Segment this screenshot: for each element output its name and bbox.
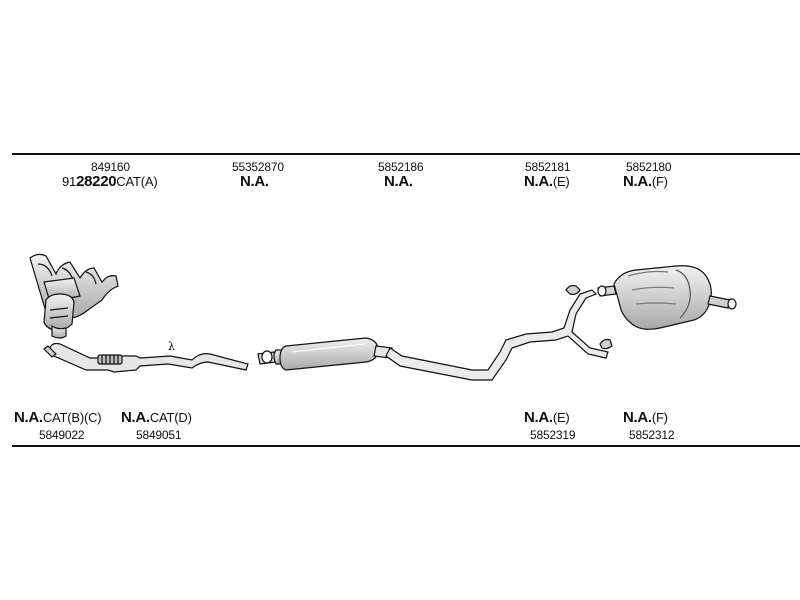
bottom-label-2-main: N.A. — [121, 409, 150, 426]
lambda-sensor-symbol: λ — [168, 340, 175, 353]
bottom-label-4-suffix: (F) — [651, 410, 668, 425]
top-label-1-part: 9128220CAT(A) — [62, 173, 158, 190]
top-rule — [12, 153, 800, 155]
top-label-5-suffix: (F) — [651, 174, 668, 189]
top-label-5-part: N.A.(F) — [623, 173, 668, 190]
bottom-rule — [12, 445, 800, 447]
bottom-label-1-number: 5849022 — [39, 428, 85, 442]
top-label-2-main: N.A. — [240, 173, 269, 190]
top-label-1-main: 28220 — [76, 173, 117, 190]
bottom-label-3-suffix: (E) — [552, 410, 570, 425]
bottom-label-3-part: N.A.(E) — [524, 409, 570, 426]
bottom-label-4-main: N.A. — [623, 409, 652, 426]
intermediate-pipe — [385, 284, 613, 381]
top-label-1-number: 849160 — [91, 160, 130, 174]
front-pipe — [43, 342, 249, 373]
top-label-4-suffix: (E) — [552, 174, 570, 189]
top-label-1-suffix: CAT(A) — [116, 174, 158, 189]
top-label-5-main: N.A. — [623, 173, 652, 190]
top-label-5-number: 5852180 — [626, 160, 672, 174]
top-label-4-part: N.A.(E) — [524, 173, 570, 190]
top-label-3-main: N.A. — [384, 173, 413, 190]
top-label-4-number: 5852181 — [525, 160, 571, 174]
rear-silencer — [597, 265, 737, 330]
top-label-4-main: N.A. — [524, 173, 553, 190]
top-label-2-part: N.A. — [240, 173, 269, 190]
bottom-label-2-suffix: CAT(D) — [149, 410, 192, 425]
exhaust-manifold-catalyst — [29, 253, 119, 339]
top-label-3-number: 5852186 — [378, 160, 424, 174]
top-label-3-part: N.A. — [384, 173, 413, 190]
bottom-label-4-number: 5852312 — [629, 428, 675, 442]
bottom-label-1-suffix: CAT(B)(C) — [42, 410, 102, 425]
bottom-label-1-part: N.A.CAT(B)(C) — [14, 409, 102, 426]
bottom-label-2-part: N.A.CAT(D) — [121, 409, 192, 426]
bottom-label-2-number: 5849051 — [136, 428, 182, 442]
bottom-label-3-number: 5852319 — [530, 428, 576, 442]
top-label-1-prefix: 91 — [62, 174, 77, 189]
bottom-label-3-main: N.A. — [524, 409, 553, 426]
centre-silencer — [257, 337, 393, 371]
bottom-label-1-main: N.A. — [14, 409, 43, 426]
top-label-2-number: 55352870 — [232, 160, 284, 174]
bottom-label-4-part: N.A.(F) — [623, 409, 668, 426]
